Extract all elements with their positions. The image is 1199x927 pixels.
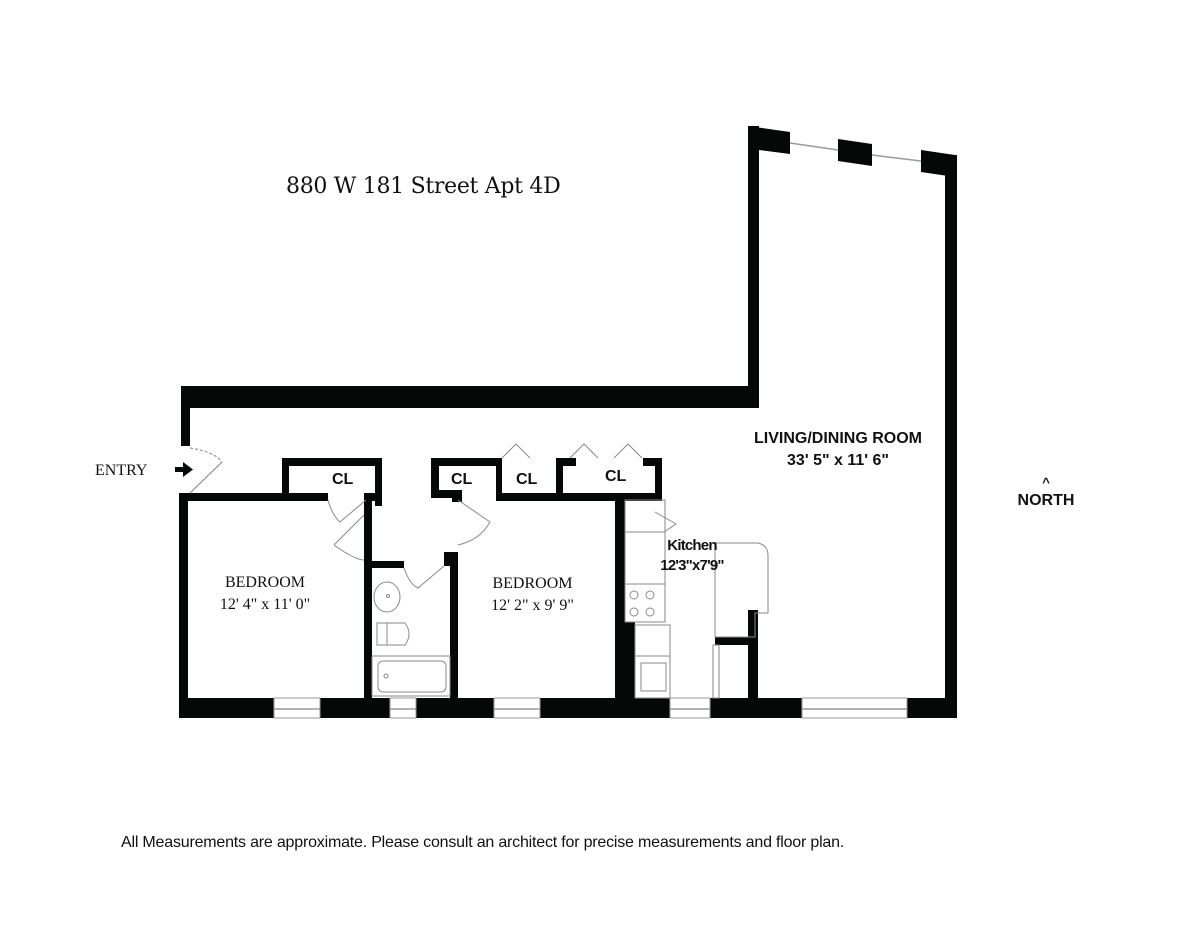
room-kitchen-dims: 12'3"x7'9" — [660, 557, 724, 574]
room-bedroom-2: BEDROOM 12' 2" x 9' 9" — [470, 573, 595, 617]
room-bedroom-1-dims: 12' 4" x 11' 0" — [219, 596, 311, 613]
windows — [273, 697, 908, 719]
closet-label: CL — [516, 471, 538, 488]
room-bedroom-2-dims: 12' 2" x 9' 9" — [491, 597, 574, 614]
north-label: NORTH — [1017, 492, 1075, 509]
room-bedroom-1-name: BEDROOM — [224, 574, 305, 591]
compass: ^ NORTH — [1013, 474, 1079, 510]
entry-label: ENTRY — [95, 462, 148, 479]
room-living-name: LIVING/DINING ROOM — [754, 430, 922, 447]
room-living-dining: LIVING/DINING ROOM 33' 5" x 11' 6" — [738, 428, 938, 472]
closet-label: CL — [332, 471, 354, 488]
closet-label: CL — [605, 468, 627, 485]
room-kitchen-name: Kitchen — [667, 537, 717, 554]
window-sills — [274, 142, 922, 710]
walls — [179, 126, 957, 718]
entry-arrow-icon — [175, 462, 193, 477]
room-living-dims: 33' 5" x 11' 6" — [787, 452, 889, 469]
page-title: 880 W 181 Street Apt 4D — [286, 174, 561, 199]
doors-fixtures — [189, 443, 769, 699]
room-kitchen: Kitchen 12'3"x7'9" — [652, 536, 732, 576]
room-bedroom-1: BEDROOM 12' 4" x 11' 0" — [200, 572, 330, 616]
closet-label: CL — [451, 471, 473, 488]
disclaimer: All Measurements are approximate. Please… — [121, 834, 845, 851]
room-bedroom-2-name: BEDROOM — [492, 575, 573, 592]
north-arrow-icon: ^ — [1042, 475, 1050, 490]
